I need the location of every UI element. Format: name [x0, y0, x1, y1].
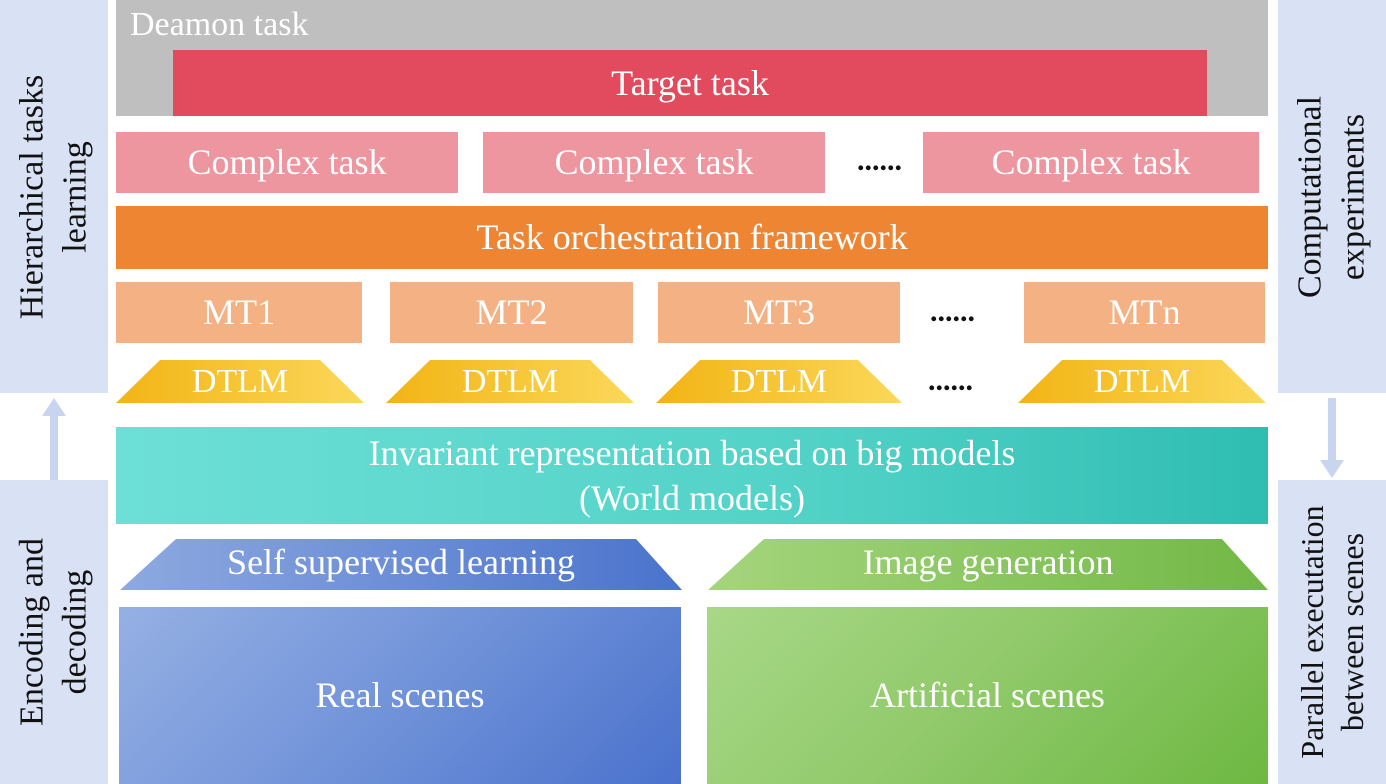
meta-task-label: MT2: [475, 292, 548, 332]
computational-label-line1: Computational: [1291, 95, 1329, 298]
complex-task-label: Complex task: [991, 142, 1191, 182]
dtlm-ellipsis: ......: [928, 364, 973, 397]
left-panel-hierarchical: Hierarchical tasks learning: [0, 0, 108, 393]
down-arrow-icon: [1320, 398, 1344, 478]
deamon-task-label: Deamon task: [130, 6, 309, 43]
complex-task-label: Complex task: [187, 142, 387, 182]
dtlm-label: DTLM: [730, 362, 828, 400]
meta-task-label: MTn: [1108, 292, 1181, 332]
complex-task-box-1: Complex task: [116, 132, 458, 193]
dtlm-shape: [386, 360, 634, 403]
dtlm-label: DTLM: [461, 362, 559, 400]
computational-experiments-label: Computational experiments: [1290, 95, 1375, 297]
invariant-label-line2: (World models): [578, 477, 806, 518]
orchestration-label: Task orchestration framework: [476, 217, 908, 257]
dtlm-shape: [656, 360, 902, 403]
right-panel-computational: Computational experiments: [1278, 0, 1386, 393]
hierarchical-label-line2: learning: [56, 140, 93, 253]
self-supervised-learning-trapezoid: Self supervised learning: [120, 539, 682, 590]
meta-task-box-1: MT1: [116, 282, 362, 343]
task-orchestration-framework: Task orchestration framework: [116, 206, 1268, 269]
real-scenes-label: Real scenes: [315, 675, 485, 715]
complex-task-box-3: Complex task: [923, 132, 1259, 193]
complex-task-label: Complex task: [554, 142, 754, 182]
image-generation-trapezoid: Image generation: [708, 539, 1268, 590]
left-panel-encoding: Encoding and decoding: [0, 480, 108, 784]
parallel-label-line1: Parallel executation: [1294, 505, 1330, 759]
artificial-scenes-box: Artificial scenes: [707, 607, 1268, 784]
dtlm-label: DTLM: [1093, 362, 1191, 400]
encoding-decoding-label: Encoding and decoding: [12, 538, 97, 726]
dtlm-trapezoid-n: DTLM: [1018, 360, 1266, 403]
complex-task-ellipsis: ......: [857, 144, 902, 177]
meta-task-box-n: MTn: [1024, 282, 1265, 343]
dtlm-trapezoid-1: DTLM: [116, 360, 364, 403]
dtlm-trapezoid-3: DTLM: [656, 360, 902, 403]
invariant-representation-layer: Invariant representation based on big mo…: [116, 427, 1268, 524]
real-scenes-box: Real scenes: [119, 607, 681, 784]
meta-task-box-2: MT2: [390, 282, 633, 343]
hierarchical-tasks-label: Hierarchical tasks learning: [12, 74, 97, 319]
image-gen-label: Image generation: [862, 541, 1114, 582]
encoding-label-line1: Encoding and: [13, 538, 51, 726]
ssl-label: Self supervised learning: [227, 541, 575, 582]
dtlm-shape: [1018, 360, 1266, 403]
invariant-label-line1: Invariant representation based on big mo…: [368, 432, 1016, 473]
meta-task-ellipsis: ......: [930, 295, 975, 328]
target-task-label: Target task: [611, 62, 769, 103]
complex-task-box-2: Complex task: [483, 132, 825, 193]
meta-task-box-3: MT3: [658, 282, 900, 343]
image-gen-shape: [708, 539, 1268, 590]
right-panel-parallel: Parallel executation between scenes: [1278, 480, 1386, 784]
dtlm-trapezoid-2: DTLM: [386, 360, 634, 403]
parallel-execution-label: Parallel executation between scenes: [1292, 505, 1372, 758]
meta-task-label: MT1: [203, 292, 275, 332]
up-arrow-icon: [42, 398, 66, 480]
encoding-label-line2: decoding: [56, 569, 93, 695]
parallel-label-line2: between scenes: [1334, 532, 1370, 732]
dtlm-shape: [116, 360, 364, 403]
meta-task-label: MT3: [743, 292, 815, 332]
hierarchical-label-line1: Hierarchical tasks: [13, 74, 51, 319]
ssl-shape: [120, 539, 682, 590]
artificial-scenes-label: Artificial scenes: [870, 675, 1105, 715]
dtlm-label: DTLM: [191, 362, 289, 400]
target-task-box: Target task: [173, 50, 1207, 116]
computational-label-line2: experiments: [1334, 113, 1371, 280]
